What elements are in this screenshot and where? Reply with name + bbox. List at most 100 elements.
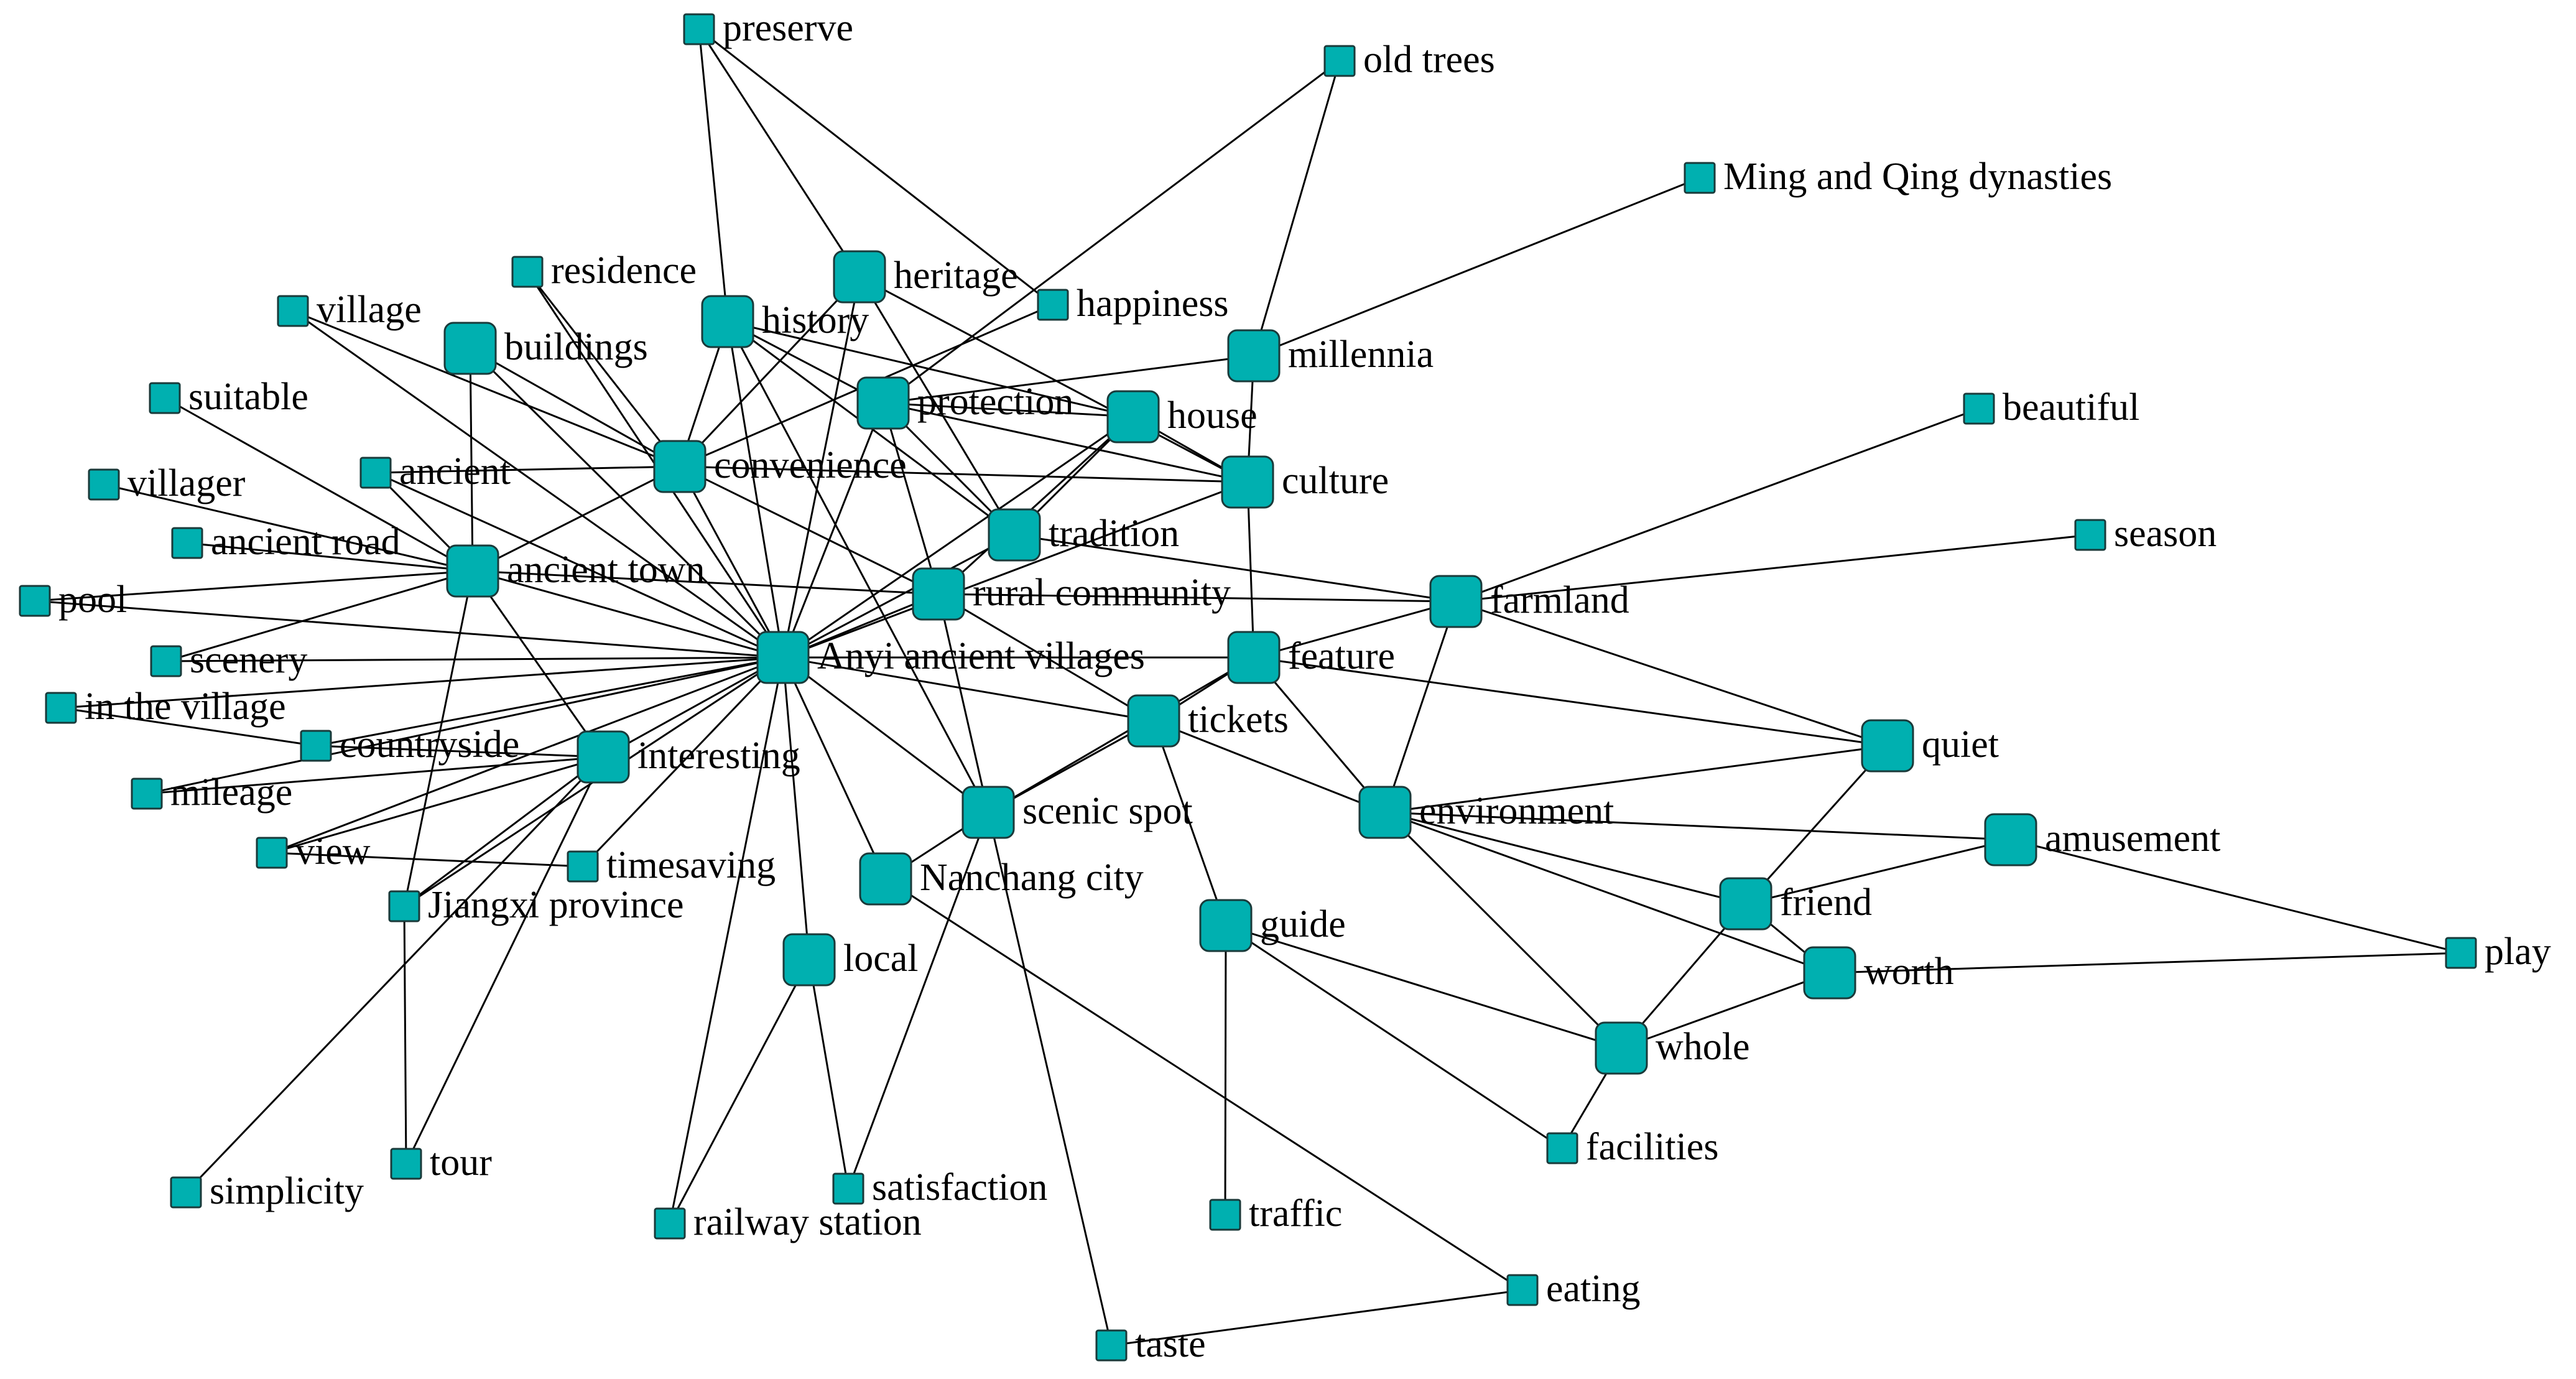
node-marker [577,730,630,784]
node-label: heritage [894,254,1018,297]
edge-scenic_spot-satisfaction [847,812,989,1189]
node-anyi: Anyi ancient villages [756,631,1145,684]
node-marker [171,527,203,559]
node-village: village [277,289,422,331]
node-marker [1106,390,1160,443]
edge-convenience-culture [679,465,1248,483]
edge-ancient_town-rural_community [472,570,939,595]
node-marker [1429,575,1483,628]
node-marker [1719,877,1772,931]
edge-quiet-environment [1384,745,1888,814]
node-marker [1963,392,1995,425]
node-label: pool [58,578,127,621]
edge-countryside-interesting [315,745,604,758]
node-marker [388,890,420,922]
node-marker [856,376,910,430]
node-label: countryside [340,723,519,766]
node-label: interesting [637,735,800,777]
edge-farmland-environment [1384,601,1457,813]
node-railway: railway station [654,1201,922,1243]
edge-timesaving-view [271,852,583,868]
node-marker [988,508,1041,562]
node-marker [912,567,965,621]
edge-anyi-tradition [782,534,1015,659]
edge-anyi-local [782,657,810,960]
edge-guide-whole [1225,924,1622,1049]
edge-eating-taste [1111,1289,1523,1347]
node-label: quiet [1922,723,1999,766]
node-ancient: ancient [359,450,511,493]
node-label: ancient road [211,521,401,563]
node-marker [1803,946,1856,1000]
node-marker [1227,329,1281,383]
node-label: Anyi ancient villages [817,635,1145,677]
node-label: local [843,937,919,980]
edge-play-worth [1829,952,2462,974]
edge-preserve-history [698,29,729,322]
node-tour: tour [390,1141,492,1184]
edge-anyi-heritage [782,276,861,658]
node-marker [1984,813,2037,866]
node-marker [782,933,836,987]
node-marker [131,778,163,810]
node-happiness: happiness [1037,282,1229,325]
node-marker [1684,162,1716,194]
node-marker [511,256,544,288]
node-label: satisfaction [872,1166,1047,1209]
node-marker [1546,1132,1578,1164]
node-marker [683,13,715,45]
edge-rural_community-scenic_spot [937,593,989,813]
node-ancient-town: ancient town [446,544,705,598]
node-marker [1227,631,1281,684]
edge-tickets-environment [1153,720,1386,814]
edge-old_trees-millennia [1253,60,1341,356]
node-preserve: preserve [683,7,853,49]
edge-ancient_town-jiangxi [403,570,474,907]
edge-guide-facilities [1225,924,1563,1149]
node-residence: residence [511,249,697,292]
node-marker [19,585,51,617]
edge-layer [34,28,2462,1347]
node-whole: whole [1595,1021,1750,1075]
edge-feature-quiet [1253,656,1888,747]
edge-environment-worth [1384,811,1830,974]
node-guide: guide [1199,899,1346,952]
node-label: millennia [1288,333,1434,376]
edge-interesting-view [271,756,604,854]
edge-anyi-convenience [679,466,784,658]
node-label: mileage [170,771,292,814]
node-marker [1037,289,1069,321]
node-label: old trees [1363,39,1495,81]
edge-anyi-nanchang [782,657,887,880]
node-label: in the village [85,685,286,728]
node-marker [1358,786,1412,839]
node-label: environment [1419,790,1614,832]
node-marker [1209,1199,1241,1231]
node-label: timesaving [606,844,776,886]
edge-worth-whole [1621,972,1830,1049]
node-label: tour [430,1141,492,1184]
node-satisfaction: satisfaction [832,1166,1047,1209]
node-scenic-spot: scenic spot [961,786,1193,839]
node-marker [832,1172,864,1205]
node-marker [88,468,120,501]
edge-season-farmland [1455,534,2091,603]
edge-protection-culture [883,402,1248,483]
node-label: worth [1864,950,1954,993]
edge-ancient_road-ancient_town [187,542,473,572]
node-simplicity: simplicity [170,1170,364,1212]
node-marker [756,631,810,684]
edge-environment-amusement [1384,811,2011,841]
edge-anyi-buildings [469,347,784,659]
node-label: beautiful [2003,386,2139,429]
edge-history-scenic_spot [726,321,989,813]
edge-anyi-pool [34,600,784,659]
node-label: scenery [190,639,307,681]
node-season: season [2074,513,2217,555]
node-label: villager [127,462,246,504]
node-label: facilities [1586,1126,1718,1168]
edge-farmland-feature [1253,600,1457,659]
edge-local-satisfaction [808,959,850,1189]
edge-anyi-ancient [375,471,784,659]
